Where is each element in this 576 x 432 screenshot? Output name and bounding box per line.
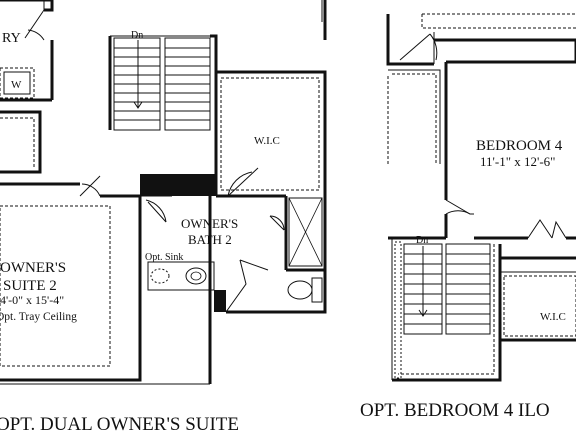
- owners-bath-2: [140, 194, 327, 384]
- left-stairs: [108, 34, 218, 176]
- suite-dimensions: 14'-0" x 15'-4": [0, 293, 64, 307]
- bedroom-4: [388, 62, 576, 240]
- laundry-room: [0, 0, 54, 102]
- left-stair-label: Dn: [131, 30, 143, 41]
- opt-sink-label: Opt. Sink: [145, 252, 183, 263]
- bedroom-label: BEDROOM 4: [476, 138, 563, 154]
- washer-label: W: [11, 79, 22, 91]
- suite-note: Opt. Tray Ceiling: [0, 311, 77, 323]
- right-wic: [500, 256, 576, 342]
- right-stair-label: Dn: [416, 235, 428, 246]
- suite-label-line2: SUITE 2: [3, 278, 57, 294]
- right-stairs: [391, 238, 502, 382]
- left-wic-label: W.I.C: [254, 135, 280, 147]
- bath-label-line2: BATH 2: [188, 232, 232, 247]
- right-plan: BEDROOM 4 11'-1" x 12'-6" Dn W.I.C: [386, 13, 576, 382]
- right-wic-label: W.I.C: [540, 311, 566, 323]
- left-plan: RY W Dn W.I.C: [0, 0, 327, 385]
- left-wic: [214, 70, 327, 197]
- right-caption: OPT. BEDROOM 4 ILO: [360, 400, 550, 421]
- owners-suite-2: [0, 175, 210, 385]
- suite-label-line1: OWNER'S: [0, 260, 66, 276]
- laundry-label: RY: [2, 31, 21, 46]
- left-caption: OPT. DUAL OWNER'S SUITE: [0, 414, 239, 432]
- bath-label-line1: OWNER'S: [181, 216, 238, 231]
- bedroom-dimensions: 11'-1" x 12'-6": [480, 154, 555, 169]
